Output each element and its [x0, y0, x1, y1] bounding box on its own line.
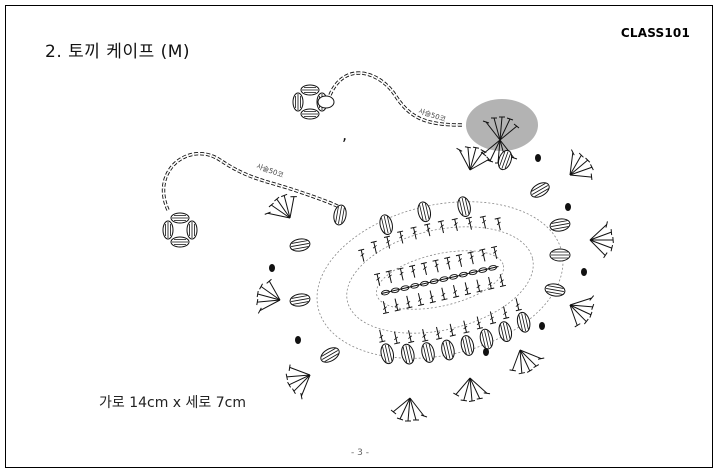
- brand-logo: CLASS101: [620, 26, 690, 40]
- page-number: - 3 -: [351, 448, 369, 458]
- highlight-blob: [466, 99, 538, 151]
- slip-stitch-dots: [269, 154, 587, 356]
- left-flower: [162, 212, 198, 248]
- edge-bobbles: [288, 148, 572, 366]
- chain-label-top: 사슬50코: [417, 106, 447, 123]
- top-flower: [292, 84, 335, 120]
- page-title: 2. 토끼 케이프 (M): [45, 42, 191, 62]
- edge-fans: [253, 143, 616, 422]
- comma-mark: ,: [342, 125, 347, 144]
- chain-label-left: 사슬50코: [255, 161, 285, 179]
- size-note: 가로 14cm x 세로 7cm: [99, 395, 246, 411]
- page-frame: [5, 5, 713, 468]
- left-chain: [161, 152, 346, 212]
